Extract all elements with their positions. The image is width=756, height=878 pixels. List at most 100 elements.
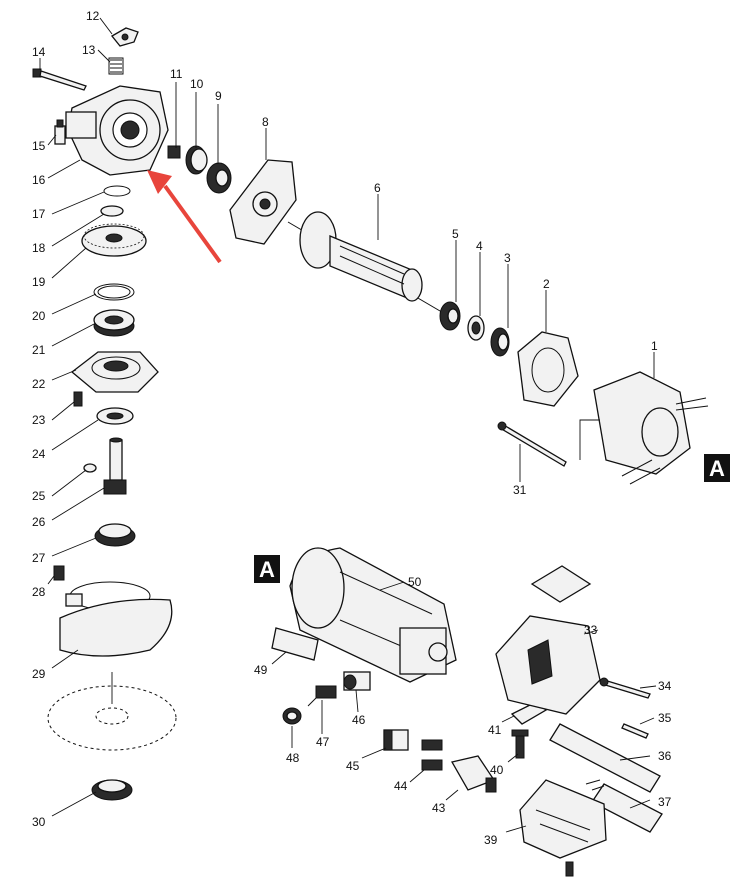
part-49-name-plate [271, 627, 319, 661]
part-18-flat-washer [100, 205, 124, 217]
part-4-insulation-washer [467, 315, 485, 341]
callout-3: 3 [504, 251, 511, 265]
part-23-screw [73, 391, 83, 407]
reference-mark-a-upper: A [704, 454, 730, 482]
callout-12: 12 [86, 9, 100, 23]
part-33-rear-cover [495, 615, 601, 715]
callout-48: 48 [286, 751, 300, 765]
part-44-contacts [421, 739, 443, 771]
part-35-screw [621, 723, 649, 739]
part-43-switch [451, 755, 497, 793]
callout-28: 28 [32, 585, 46, 599]
callout-10: 10 [190, 77, 204, 91]
callout-18: 18 [32, 241, 46, 255]
reference-mark-a-lower-letter: A [259, 557, 275, 582]
callout-labels: 12 13 14 15 16 17 18 19 20 21 22 23 24 2… [32, 9, 672, 847]
part-50-motor-housing [289, 547, 457, 683]
callout-37: 37 [658, 795, 672, 809]
callout-43: 43 [432, 801, 446, 815]
callout-27: 27 [32, 551, 46, 565]
callout-8: 8 [262, 115, 269, 129]
callout-40: 40 [490, 763, 504, 777]
callout-41: 41 [488, 723, 502, 737]
small-screw [565, 861, 574, 877]
callout-39: 39 [484, 833, 498, 847]
reference-mark-a-lower: A [254, 555, 280, 583]
part-19-spiral-bevel-gear [81, 223, 147, 257]
reference-mark-a-upper-letter: A [709, 456, 725, 481]
part-2-fan-baffle [517, 331, 579, 407]
part-3-bearing-holder [490, 327, 510, 357]
callout-19: 19 [32, 275, 46, 289]
part-15-pin [54, 119, 66, 145]
part-48-brush-holder-cap [282, 707, 302, 725]
callout-14: 14 [32, 45, 46, 59]
callout-30: 30 [32, 815, 46, 829]
part-20-retaining-ring [93, 283, 135, 301]
part-25-woodruff-key [83, 463, 97, 473]
part-30-lock-nut [91, 779, 133, 801]
grinding-wheel-dashed [47, 685, 177, 751]
part-34-screw [599, 677, 651, 699]
callout-31: 31 [513, 483, 527, 497]
callout-22: 22 [32, 377, 46, 391]
callout-16: 16 [32, 173, 46, 187]
part-29-wheel-guard [59, 581, 173, 657]
callout-5: 5 [452, 227, 459, 241]
callout-25: 25 [32, 489, 46, 503]
part-39-handle-cover [519, 779, 607, 859]
part-47-carbon-brush [307, 685, 337, 707]
callout-29: 29 [32, 667, 46, 681]
part-24-labyrinth-ring [96, 407, 134, 425]
part-28-screw [53, 565, 65, 581]
part-16-gear-housing [65, 85, 169, 176]
part-46-brush-holder [343, 671, 371, 691]
callout-44: 44 [394, 779, 408, 793]
highlight-arrow [147, 170, 222, 264]
callout-33: 33 [584, 623, 598, 637]
part-12-lock-pin-cap [111, 27, 139, 47]
part-26-spindle [103, 437, 127, 495]
label-sheet [530, 565, 592, 603]
part-5-ball-bearing [439, 301, 461, 331]
callout-47: 47 [316, 735, 330, 749]
callout-21: 21 [32, 343, 46, 357]
part-17-retaining-ring [103, 185, 131, 197]
part-1-field [593, 371, 709, 485]
callout-49: 49 [254, 663, 268, 677]
callout-9: 9 [215, 89, 222, 103]
part-36-cord-guard [549, 723, 661, 793]
part-11-nut [167, 145, 181, 159]
part-31-screw [497, 421, 567, 467]
part-21-ball-bearing [93, 309, 135, 337]
callout-6: 6 [374, 181, 381, 195]
callout-15: 15 [32, 139, 46, 153]
callout-26: 26 [32, 515, 46, 529]
part-8-baffle-plate [229, 159, 297, 245]
callout-17: 17 [32, 207, 46, 221]
callout-11: 11 [170, 67, 183, 81]
part-14-screw [32, 68, 87, 91]
callout-50: 50 [408, 575, 422, 589]
callout-20: 20 [32, 309, 46, 323]
part-10-spiral-bevel-gear [185, 145, 208, 175]
part-45-switch-block [383, 729, 409, 751]
leader-lines [39, 17, 657, 833]
part-13-spring [108, 57, 124, 75]
part-27-inner-flange [94, 523, 136, 547]
callout-2: 2 [543, 277, 550, 291]
callout-45: 45 [346, 759, 360, 773]
callout-24: 24 [32, 447, 46, 461]
part-22-bearing-box [70, 351, 159, 393]
part-9-ball-bearing [206, 162, 232, 194]
callout-35: 35 [658, 711, 672, 725]
callout-13: 13 [82, 43, 96, 57]
part-37-cord [585, 779, 663, 833]
callout-46: 46 [352, 713, 366, 727]
part-40-screw [511, 729, 529, 759]
part-6-armature [287, 211, 453, 319]
callout-34: 34 [658, 679, 672, 693]
callout-1: 1 [651, 339, 658, 353]
callout-36: 36 [658, 749, 672, 763]
